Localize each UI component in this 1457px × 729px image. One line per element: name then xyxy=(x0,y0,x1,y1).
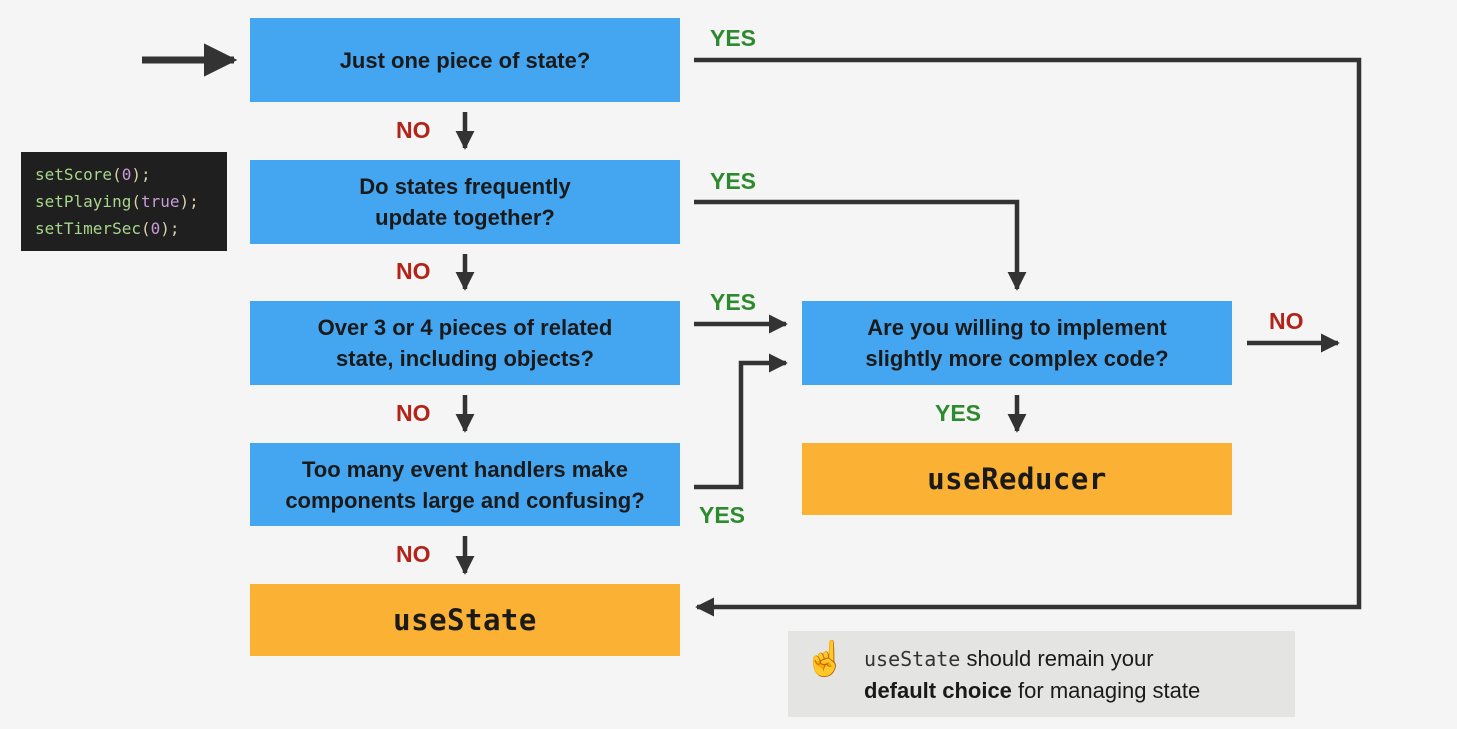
code-line-setscore: setScore(0); xyxy=(35,165,151,184)
question-event-handlers: Too many event handlers make components … xyxy=(250,443,680,526)
code-line-settimersec: setTimerSec(0); xyxy=(35,219,180,238)
question-complex-code: Are you willing to implement slightly mo… xyxy=(802,301,1232,385)
question-update-together: Do states frequently update together? xyxy=(250,160,680,244)
label-q4-yes: YES xyxy=(699,502,746,528)
q4-yes-arrow xyxy=(694,353,788,490)
label-q5-no: NO xyxy=(1269,308,1304,334)
q2-yes-arrow xyxy=(694,199,1027,291)
q1-yes-arrow xyxy=(694,57,1362,617)
code-line-setplaying: setPlaying(true); xyxy=(35,192,199,211)
question-just-one-piece: Just one piece of state? xyxy=(250,18,680,102)
label-q3-no: NO xyxy=(396,400,431,426)
default-choice-note: ☝️ useState should remain your default c… xyxy=(788,631,1295,717)
label-q2-no: NO xyxy=(396,258,431,284)
label-q1-no: NO xyxy=(396,117,431,143)
question-related-state: Over 3 or 4 pieces of related state, inc… xyxy=(250,301,680,385)
note-text: useState should remain your default choi… xyxy=(864,646,1201,703)
label-q4-no: NO xyxy=(396,541,431,567)
code-example: setScore(0); setPlaying(true); setTimerS… xyxy=(21,152,227,251)
label-q1-yes: YES xyxy=(710,25,757,51)
pointing-up-hand-icon: ☝️ xyxy=(804,640,847,678)
label-q2-yes: YES xyxy=(710,168,757,194)
label-q3-yes: YES xyxy=(710,289,757,315)
result-usestate: useState xyxy=(250,584,680,656)
label-q5-yes: YES xyxy=(935,400,982,426)
result-usereducer: useReducer xyxy=(802,443,1232,515)
